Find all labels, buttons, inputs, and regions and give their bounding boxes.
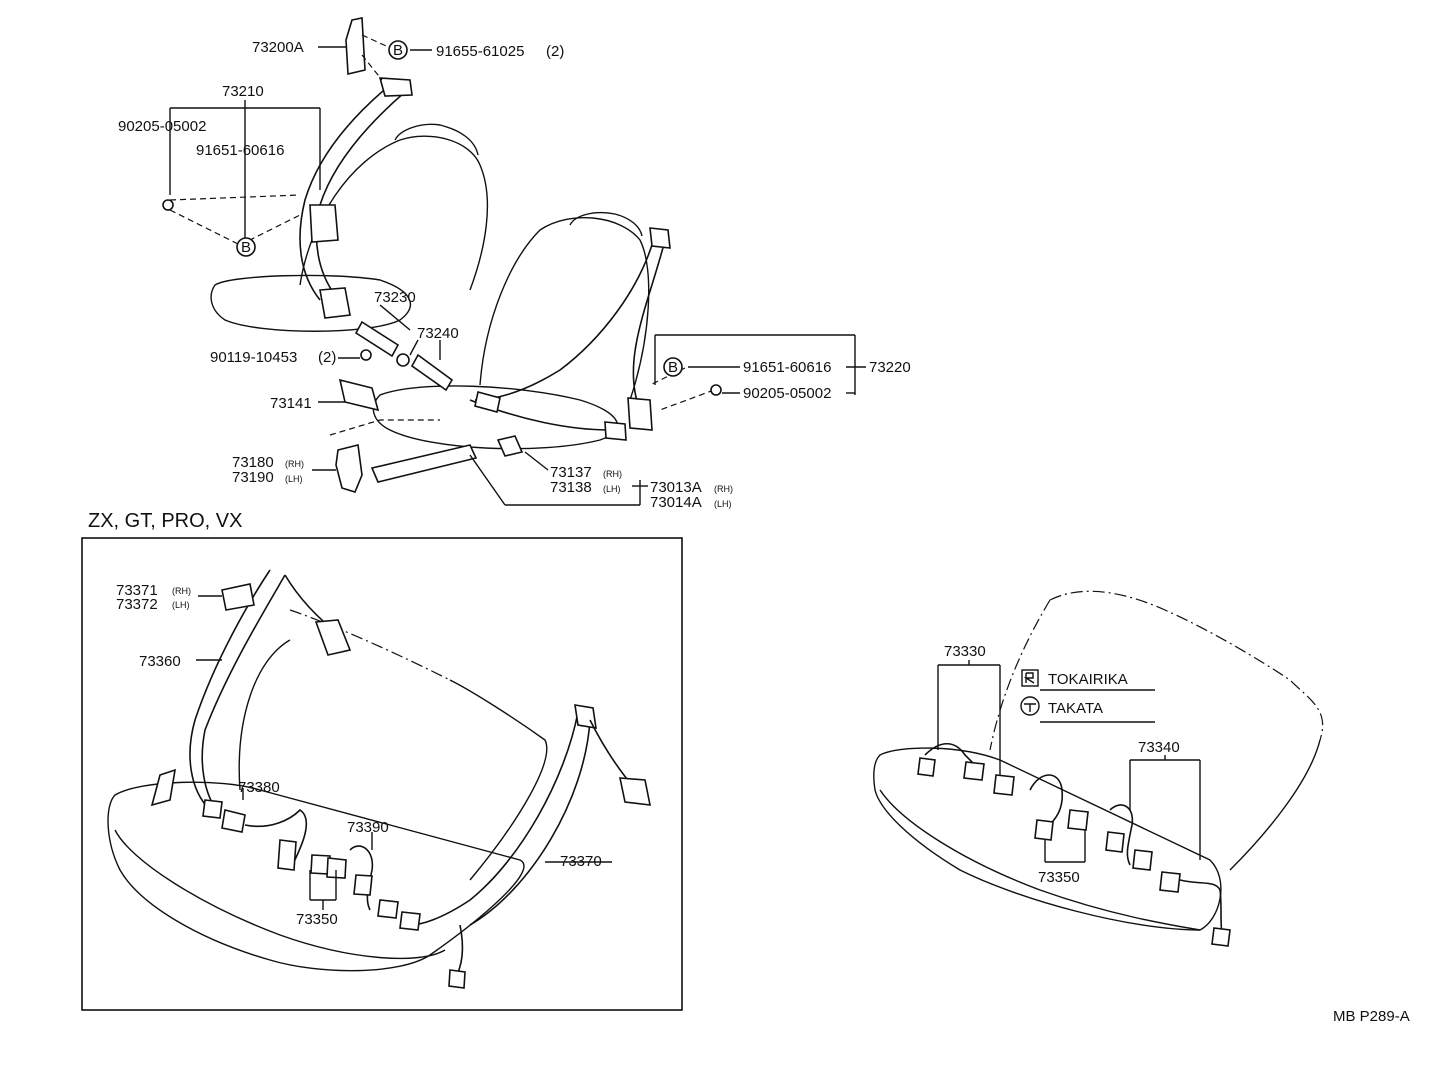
callout-73190: 73190 (232, 469, 274, 486)
callout-73371: 73371 (116, 582, 158, 599)
callout-73137-side: (RH) (603, 469, 622, 479)
rear-seat-assembly-inset (107, 569, 652, 989)
takata-logo-icon (1020, 696, 1040, 716)
callout-73210: 73210 (222, 83, 264, 100)
front-seat-assembly (162, 17, 866, 506)
callout-73240: 73240 (417, 325, 459, 342)
callout-73390: 73390 (347, 819, 389, 836)
legend-tokairika: TOKAIRIKA (1048, 671, 1128, 688)
callout-91651-60616-right: 91651-60616 (743, 359, 831, 376)
b-marker-3: B (668, 359, 678, 376)
callout-73014A: 73014A (650, 494, 702, 511)
callout-73200A: 73200A (252, 39, 304, 56)
callout-73137: 73137 (550, 464, 592, 481)
callout-91655-61025: 91655-61025 (436, 43, 524, 60)
callout-73370: 73370 (560, 853, 602, 870)
callout-73230: 73230 (374, 289, 416, 306)
callout-73141: 73141 (270, 395, 312, 412)
callout-73013A: 73013A (650, 479, 702, 496)
callout-73350-inset: 73350 (296, 911, 338, 928)
callout-90205-05002-left: 90205-05002 (118, 118, 206, 135)
callout-91651-60616-left: 91651-60616 (196, 142, 284, 159)
callout-73350-right: 73350 (1038, 869, 1080, 886)
callout-73013A-side: (RH) (714, 484, 733, 494)
callout-90119-10453: 90119-10453 (210, 349, 297, 366)
callout-73014A-side: (LH) (714, 499, 732, 509)
rear-seat-assembly (873, 590, 1324, 947)
legend-takata: TAKATA (1048, 700, 1103, 717)
callout-90119-qty: (2) (318, 349, 336, 366)
callout-73138: 73138 (550, 479, 592, 496)
b-marker-2: B (241, 239, 251, 256)
callout-73220: 73220 (869, 359, 911, 376)
b-marker-icon (388, 40, 408, 60)
tokairika-logo-icon (1021, 669, 1039, 687)
callout-73180-side: (RH) (285, 459, 304, 469)
b-marker-1: B (393, 42, 403, 59)
callout-73380: 73380 (238, 779, 280, 796)
b-marker-icon (236, 237, 256, 257)
callout-90205-05002-right: 90205-05002 (743, 385, 831, 402)
callout-73190-side: (LH) (285, 474, 303, 484)
callout-73340: 73340 (1138, 739, 1180, 756)
callout-73371-side: (RH) (172, 586, 191, 596)
callout-73372: 73372 (116, 596, 158, 613)
callout-91655-qty: (2) (546, 43, 564, 60)
b-marker-icon (663, 357, 683, 377)
variant-inset-frame (81, 537, 683, 1011)
callout-73372-side: (LH) (172, 600, 190, 610)
callout-73138-side: (LH) (603, 484, 621, 494)
figure-code: MB P289-A (1333, 1008, 1410, 1025)
callout-73180: 73180 (232, 454, 274, 471)
variant-label: ZX, GT, PRO, VX (88, 510, 242, 532)
callout-73360: 73360 (139, 653, 181, 670)
callout-73330: 73330 (944, 643, 986, 660)
